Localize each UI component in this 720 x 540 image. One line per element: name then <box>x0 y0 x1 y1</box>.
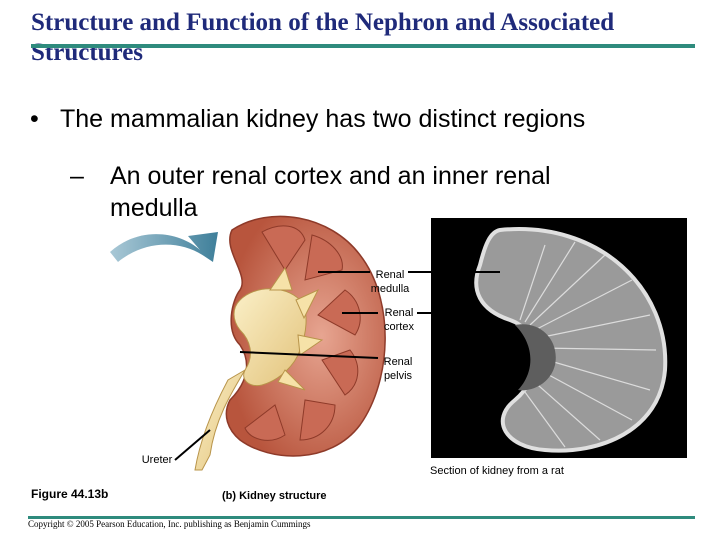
label-renal-pelvis: Renal pelvis <box>383 356 413 382</box>
bullet-text: The mammalian kidney has two distinct re… <box>60 105 586 133</box>
rat-kidney-caption: Section of kidney from a rat <box>430 465 564 477</box>
calyces <box>269 266 324 391</box>
copyright-notice: Copyright © 2005 Pearson Education, Inc.… <box>28 519 311 529</box>
figure-reference: Figure 44.13b <box>31 487 109 501</box>
leader-lines <box>174 271 500 461</box>
rat-kidney-section <box>474 227 668 453</box>
label-ureter: Ureter <box>141 454 173 466</box>
sub-bullet-marker: – <box>70 162 84 190</box>
renal-pyramids <box>244 225 361 441</box>
sub-bullet-text: An outer renal cortex and an inner renal… <box>110 162 551 222</box>
rat-kidney-striations <box>519 241 657 448</box>
main-bullet: • The mammalian kidney has two distinct r… <box>30 103 585 135</box>
slide-title: Structure and Function of the Nephron an… <box>31 9 615 66</box>
bullet-marker: • <box>30 105 39 133</box>
panel-caption: (b) Kidney structure <box>222 490 327 502</box>
footer-divider <box>28 516 695 519</box>
curved-arrow-icon <box>110 232 218 262</box>
label-renal-cortex: Renal cortex <box>384 307 414 333</box>
title-divider <box>31 44 695 48</box>
label-renal-medulla: Renal medulla <box>370 269 410 295</box>
ureter <box>194 369 246 471</box>
rat-kidney-medulla <box>515 324 556 391</box>
